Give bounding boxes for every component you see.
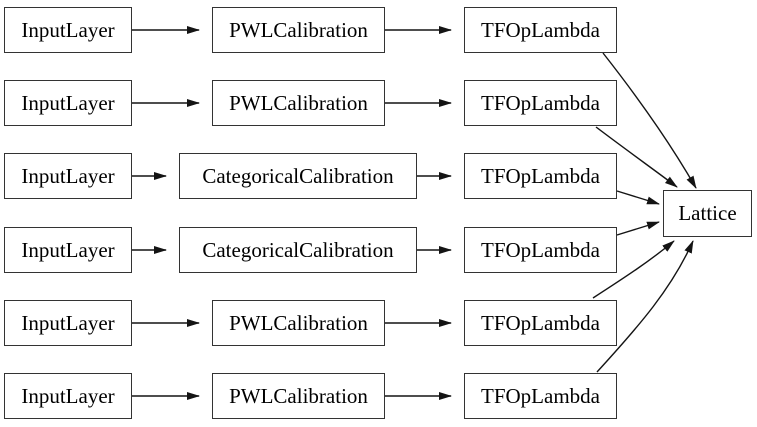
node-inputlayer-2: InputLayer [4, 80, 132, 126]
node-categoricalcalibration-1: CategoricalCalibration [179, 153, 417, 199]
edge-lambda-lattice-1 [602, 52, 697, 189]
node-inputlayer-5: InputLayer [4, 300, 132, 346]
node-inputlayer-6: InputLayer [4, 373, 132, 419]
node-tfoplambda-1: TFOpLambda [464, 7, 617, 53]
node-tfoplambda-2: TFOpLambda [464, 80, 617, 126]
node-inputlayer-3: InputLayer [4, 153, 132, 199]
node-inputlayer-1: InputLayer [4, 7, 132, 53]
edge-lambda-lattice-4 [616, 221, 660, 236]
edge-lambda-lattice-2 [595, 126, 678, 188]
node-tfoplambda-4: TFOpLambda [464, 227, 617, 273]
node-lattice: Lattice [663, 190, 752, 237]
edge-lambda-lattice-3 [616, 190, 660, 205]
node-pwlcalibration-1: PWLCalibration [212, 7, 385, 53]
node-tfoplambda-6: TFOpLambda [464, 373, 617, 419]
edge-lambda-lattice-5 [592, 240, 675, 299]
node-inputlayer-4: InputLayer [4, 227, 132, 273]
node-pwlcalibration-3: PWLCalibration [212, 300, 385, 346]
node-tfoplambda-5: TFOpLambda [464, 300, 617, 346]
node-pwlcalibration-2: PWLCalibration [212, 80, 385, 126]
node-pwlcalibration-4: PWLCalibration [212, 373, 385, 419]
edge-lambda-lattice-6 [596, 240, 694, 373]
node-tfoplambda-3: TFOpLambda [464, 153, 617, 199]
node-categoricalcalibration-2: CategoricalCalibration [179, 227, 417, 273]
